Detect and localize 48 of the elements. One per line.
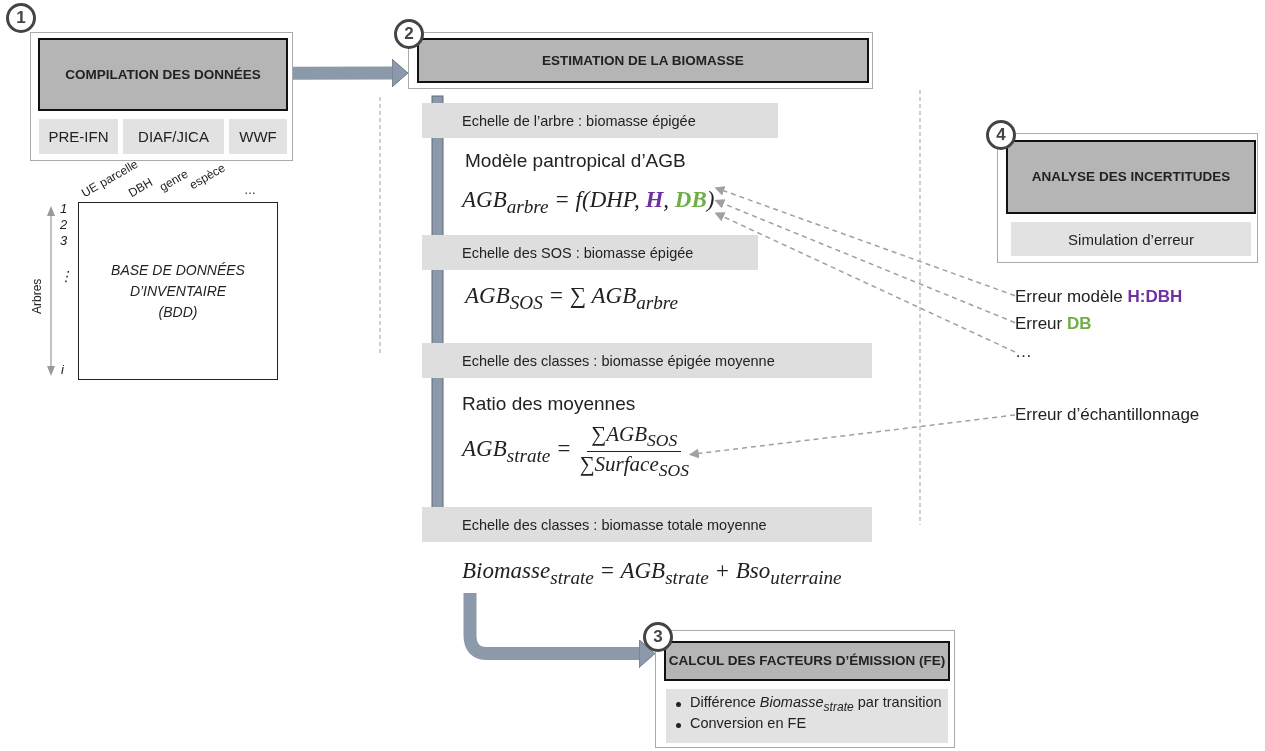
arrow [714, 212, 1016, 353]
header-box: COMPILATION DES DONNÉES [38, 38, 288, 111]
arrow [714, 199, 1016, 324]
header-box: CALCUL DES FACTEURS D’ÉMISSION (FE) [664, 641, 950, 681]
panel-frame [30, 32, 293, 161]
scale-band: Echelle des classes : biomasse épigée moyenne [422, 343, 872, 378]
formula-caption: Ratio des moyennes [462, 393, 636, 415]
source-box: DIAF/JICA [123, 119, 224, 154]
error-source: Erreur DB [1015, 311, 1092, 337]
header-box: ESTIMATION DE LA BIOMASSE [417, 38, 869, 83]
formula: Biomasse$_{strate}$ = AGB$_{strate}$ + Bso$_{uterraine}$ [462, 553, 842, 589]
formula: AGB$_{SOS}$ = ∑ AGB$_{arbre}$ [465, 283, 679, 314]
formula-caption: Modèle pantropical d’AGB [465, 150, 686, 172]
source-box: PRE-IFN [39, 119, 118, 154]
step-number: 1 [6, 3, 36, 33]
scale-band: Echelle des classes : biomasse totale moyenne [422, 507, 872, 542]
bullet-item: Différence Biomasse$_{strate}$ par transition [690, 694, 942, 714]
numerator: ∑AGB$_{SOS}$ [587, 422, 682, 453]
row-number: ⋮ [59, 268, 73, 284]
arrow [688, 414, 1016, 459]
scale-band: Echelle de l’arbre : biomasse épigée [422, 103, 778, 138]
row-number: 1 [60, 201, 68, 216]
database-table: BASE DE DONNÉES D’INVENTAIRE (BDD) [78, 202, 278, 380]
error-source: Erreur modèle H:DBH [1015, 284, 1183, 310]
arrow [714, 186, 1016, 297]
header-box: ANALYSE DES INCERTITUDES [1006, 140, 1256, 214]
row-number: i [61, 362, 64, 377]
bullet-list-box [666, 689, 948, 743]
denominator: ∑Surface$_{SOS}$ [579, 452, 689, 482]
axis-label: Arbres [30, 278, 44, 314]
block-arrow [292, 58, 409, 88]
bullet-item: Conversion en FE [690, 715, 807, 731]
panel-frame [655, 630, 955, 748]
step-number: 3 [643, 622, 673, 652]
error-source: … [1015, 340, 1032, 364]
formula-term: AGB$_{strate}$ = [462, 436, 572, 467]
error-source: Erreur d’échantillonnage [1015, 402, 1200, 428]
row-number: 2 [60, 217, 68, 232]
column-header: … [244, 183, 256, 197]
block-arrow [463, 593, 656, 668]
formula: AGB$_{arbre}$ = f(DHP, H, DB) [462, 182, 715, 218]
column-header: UE [79, 179, 101, 200]
step-number: 2 [394, 19, 424, 49]
source-box: Simulation d’erreur [1011, 222, 1251, 256]
step-number: 4 [986, 120, 1016, 150]
scale-band: Echelle des SOS : biomasse épigée [422, 235, 758, 270]
row-number: 3 [60, 233, 68, 248]
source-box: WWF [229, 119, 287, 154]
